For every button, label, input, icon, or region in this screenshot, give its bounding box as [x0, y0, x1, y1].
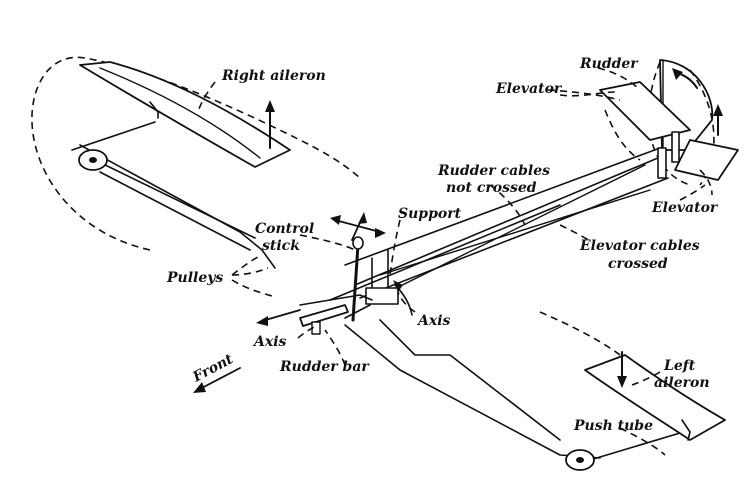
- label-front: Front: [189, 351, 236, 386]
- label-elevator-top: Elevator: [495, 81, 563, 97]
- left-pulley: [565, 449, 595, 471]
- label-axis-right: Axis: [416, 313, 451, 329]
- right-aileron-surface: [79, 61, 291, 168]
- stick-motion-arrows: [330, 212, 386, 241]
- label-right-aileron: Right aileron: [221, 68, 326, 84]
- rudder-bar[interactable]: [299, 304, 349, 335]
- label-support: Support: [398, 206, 462, 222]
- label-axis-left: Axis: [252, 334, 287, 350]
- right-wing-outline: [31, 56, 361, 251]
- right-pulley: [78, 149, 108, 171]
- elevator-bottom-surface: [674, 139, 739, 196]
- label-rudder-bar: Rudder bar: [279, 359, 370, 375]
- label-rudder-cables-2: not crossed: [446, 180, 537, 196]
- label-elevator-bottom: Elevator: [651, 200, 719, 216]
- label-pulleys: Pulleys: [166, 270, 223, 286]
- label-push-tube: Push tube: [573, 418, 653, 434]
- label-elevator-cables-2: crossed: [608, 256, 668, 272]
- left-wing-outline: [539, 311, 621, 356]
- elevator-top-surface: [559, 81, 691, 161]
- right-wing-cables: [71, 121, 276, 269]
- front-direction-arrow: [193, 367, 241, 393]
- label-left-aileron-2: aileron: [654, 375, 710, 391]
- label-left-aileron-1: Left: [663, 358, 696, 374]
- support-post: [365, 249, 399, 305]
- axis-arrow-right: [393, 280, 413, 316]
- elevator-up-arrow: [713, 104, 723, 136]
- axis-arrow-left: [256, 309, 301, 326]
- left-aileron-down-arrow: [617, 351, 627, 388]
- tail-horns: [657, 131, 680, 179]
- control-stick[interactable]: [351, 236, 364, 322]
- label-elevator-cables-1: Elevator cables: [579, 238, 700, 254]
- rudder-swing-arrow: [672, 68, 698, 89]
- control-linkage: [299, 294, 373, 319]
- fuselage-cables: [329, 147, 669, 301]
- label-control-2: stick: [262, 238, 300, 254]
- label-control-1: Control: [255, 221, 314, 237]
- label-rudder: Rudder: [579, 56, 639, 72]
- leader-lines: [197, 67, 706, 456]
- right-aileron-up-arrow: [265, 100, 275, 149]
- label-rudder-cables-1: Rudder cables: [437, 163, 550, 179]
